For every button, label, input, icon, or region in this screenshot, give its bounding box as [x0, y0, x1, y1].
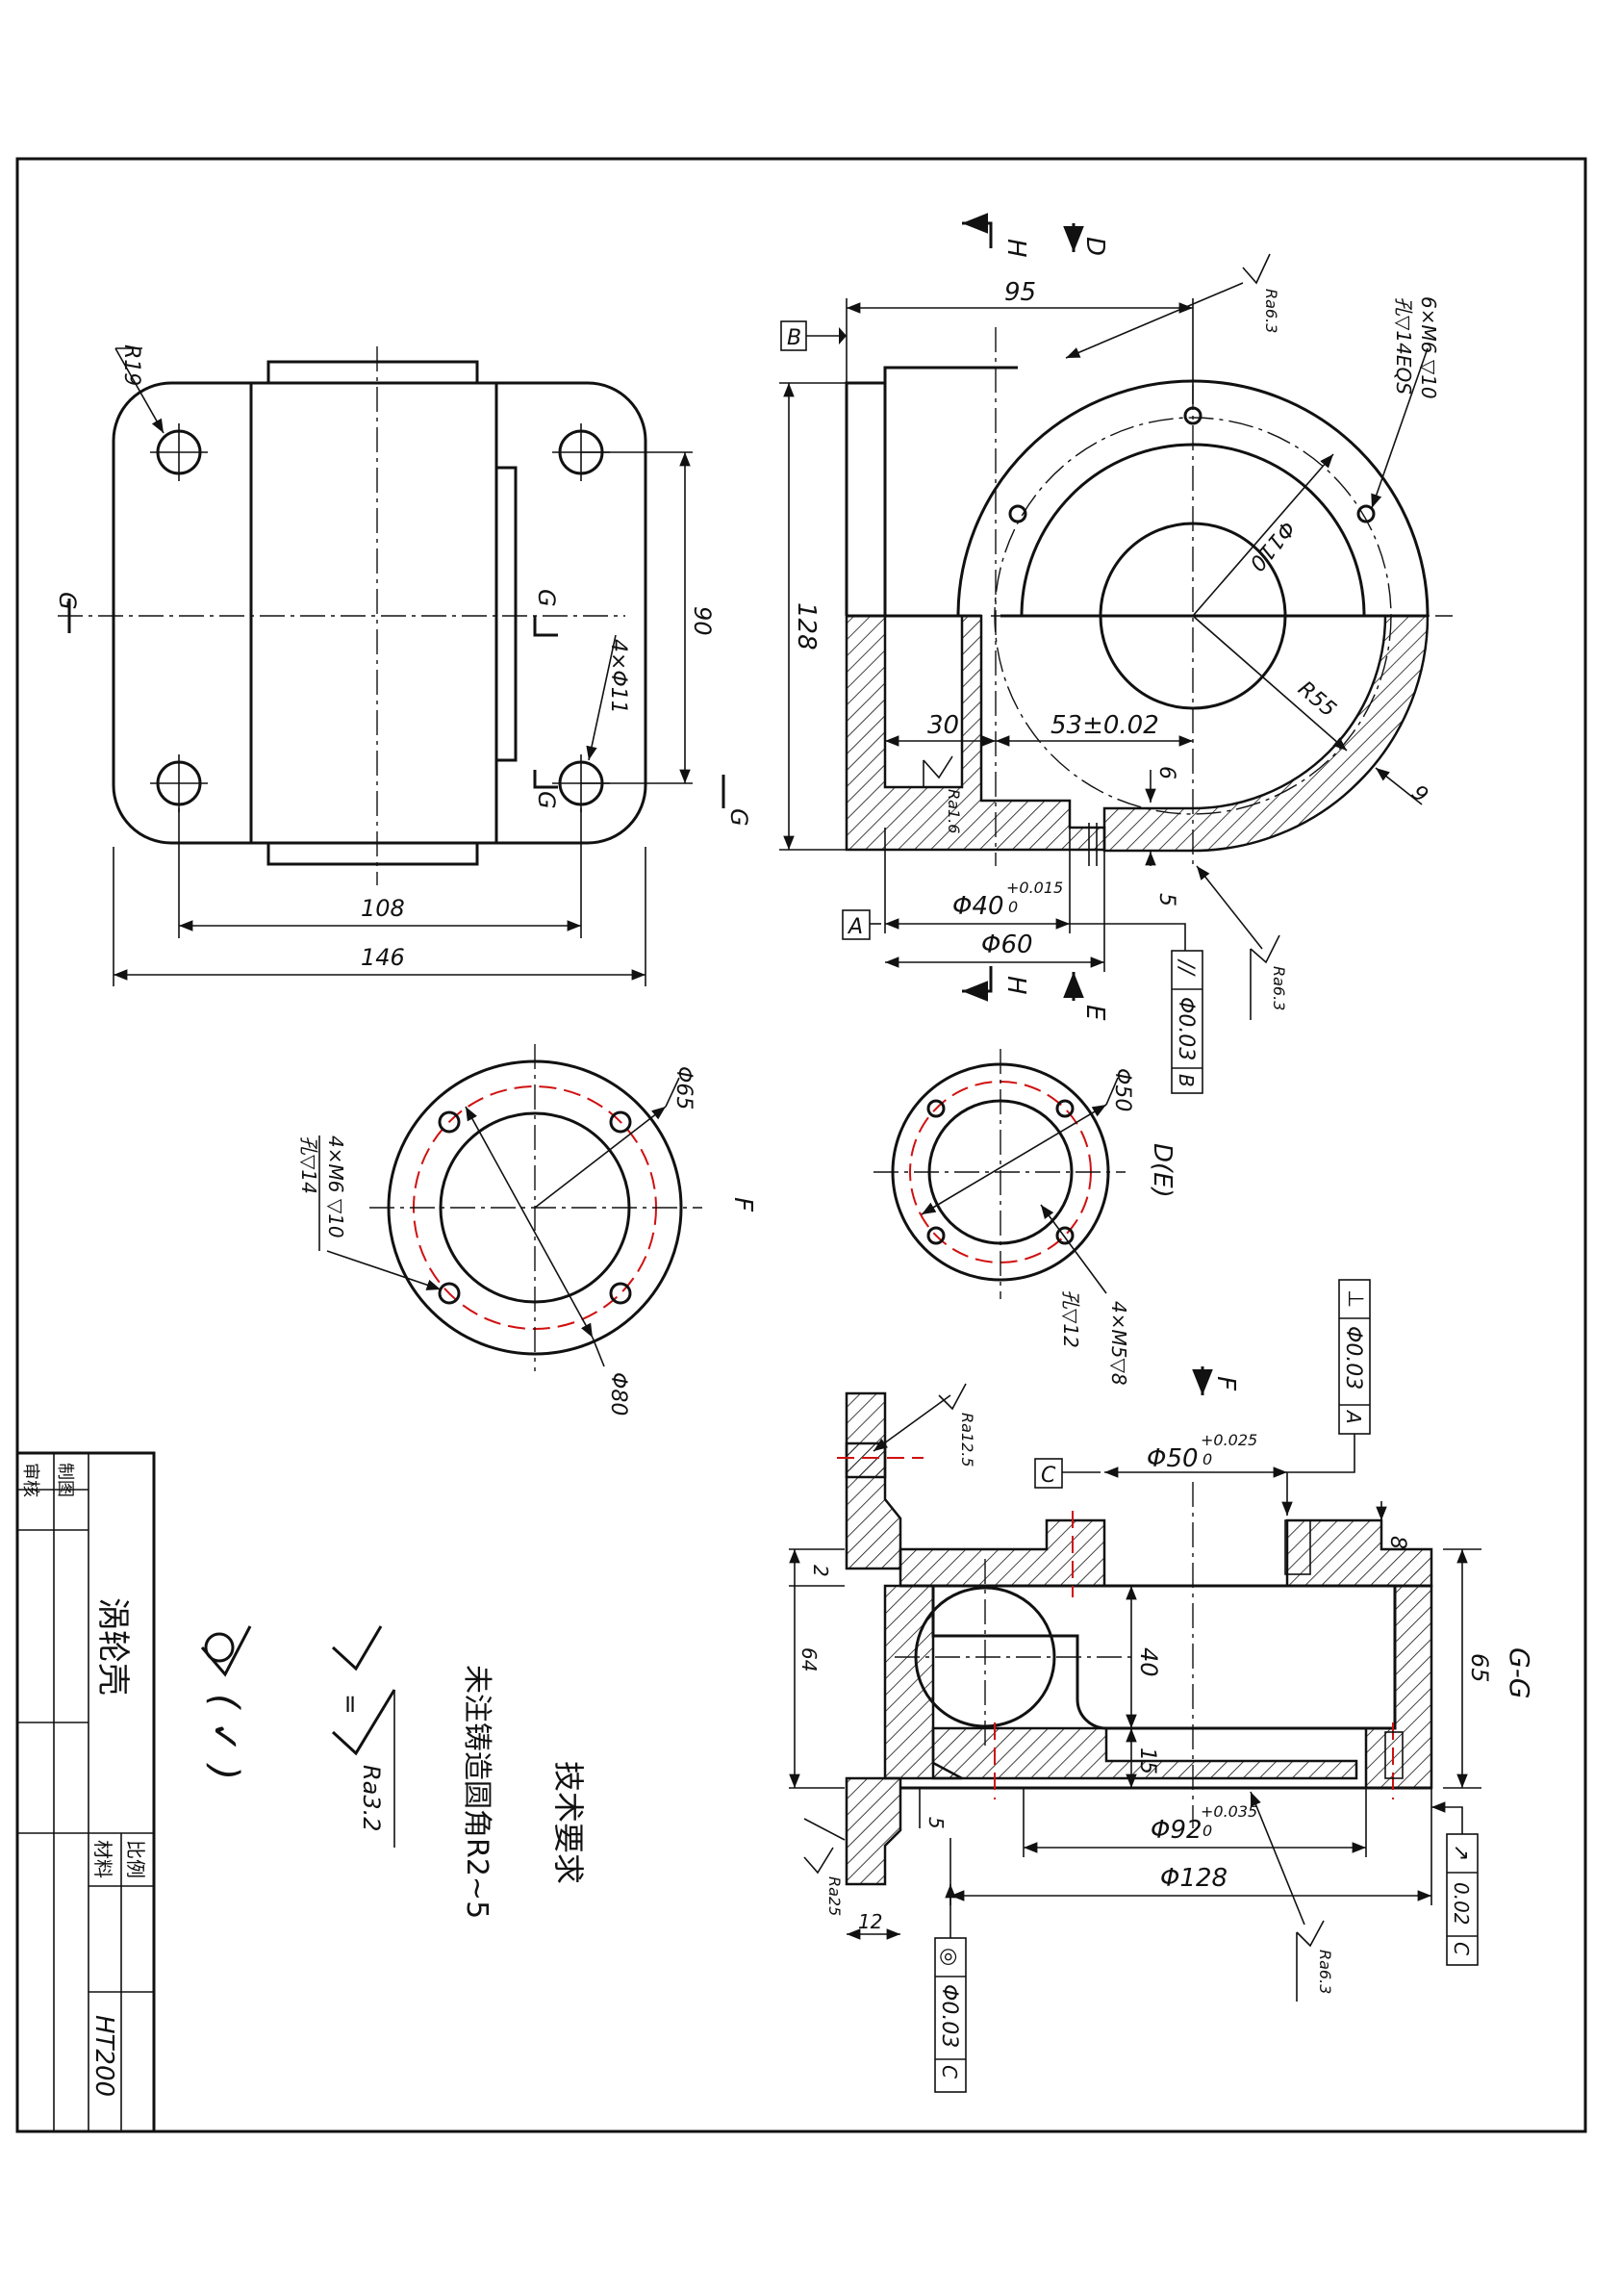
tech-equals: = — [336, 1694, 365, 1715]
section-view-gg: F ⊥ Φ0.03 A Φ50 +0.025 0 C 8 65 G-G 40 1… — [789, 1279, 1535, 2093]
dim-128: 128 — [792, 602, 821, 651]
datum-a: A — [847, 915, 863, 939]
dim-f-d80: Φ80 — [606, 1372, 630, 1416]
dim-gg-64: 64 — [797, 1647, 821, 1671]
dim-90: 90 — [689, 606, 716, 636]
tol-parallel-value: Φ0.03 — [1174, 997, 1198, 1060]
tol-perp-value: Φ0.03 — [1341, 1326, 1365, 1390]
technical-requirements: 技术要求 未注铸造圆角R2~5 = Ra3.2 ( ✓ ) — [200, 1625, 587, 1919]
ra-25: Ra25 — [825, 1876, 844, 1916]
ra-12-5: Ra12.5 — [958, 1413, 976, 1467]
dim-de-d50: Φ50 — [1110, 1068, 1134, 1111]
title-material-label: 材料 — [91, 1840, 114, 1878]
tol-runout-value: 0.02 — [1450, 1882, 1473, 1926]
tol-parallel-datum: B — [1175, 1074, 1198, 1087]
dim-53: 53±0.02 — [1050, 711, 1159, 740]
thickness-9: 9 — [1406, 780, 1432, 807]
datum-b: B — [787, 326, 801, 350]
dim-gg-d92-up: +0.035 — [1201, 1802, 1257, 1821]
title-scale-label: 比例 — [124, 1840, 147, 1878]
dim-hole-4x11: 4×Φ11 — [606, 639, 630, 714]
view-mark-h-lower: H — [1001, 976, 1030, 995]
dim-gg-d92: Φ92 — [1151, 1816, 1202, 1845]
dim-gg-2: 2 — [809, 1565, 832, 1577]
hole-de-12: 孔▽12 — [1059, 1289, 1082, 1348]
ra-6-3-lower: Ra6.3 — [1270, 966, 1288, 1010]
dim-gg-65: 65 — [1466, 1653, 1493, 1683]
tapped-hole — [1356, 504, 1376, 523]
section-mark-g: G — [725, 808, 752, 827]
tech-paren: ( ✓ ) — [202, 1694, 246, 1780]
thread-de-4xm5: 4×M5▽8 — [1107, 1301, 1130, 1386]
dim-6: 6 — [1154, 766, 1178, 779]
title-drawn-label: 制图 — [55, 1463, 75, 1497]
dim-gg-d50-up: +0.025 — [1201, 1431, 1257, 1449]
dim-r19: R19 — [119, 344, 143, 386]
view-label-de: D(E) — [1148, 1143, 1177, 1198]
dim-5: 5 — [1154, 893, 1178, 906]
thread-6xm6: 6×M6 ▽10 — [1417, 296, 1440, 399]
dim-gg-8: 8 — [1385, 1536, 1409, 1549]
main-view: H D 95 B Ra6.3 6×M6 ▽10 孔▽14EQS Φ110 R55… — [779, 213, 1453, 1094]
thread-f-4xm6: 4×M6 ▽10 — [324, 1135, 347, 1238]
tol-parallel-symbol: // — [1174, 958, 1198, 977]
section-mark-g: G — [533, 791, 560, 809]
view-label-f: F — [728, 1197, 757, 1212]
hole-f-14: 孔▽14 — [297, 1135, 320, 1194]
dim-d40-tol-low: 0 — [1008, 898, 1018, 916]
tol-runout-datum: C — [1450, 1942, 1473, 1955]
view-mark-f: F — [1211, 1376, 1240, 1391]
tech-roughness: Ra3.2 — [358, 1765, 385, 1832]
tol-conc-symbol: ◎ — [937, 1948, 961, 1966]
tol-runout-symbol: ↗ — [1449, 1844, 1473, 1861]
ra-1-6: Ra1.6 — [945, 789, 963, 833]
title-part-name: 涡轮壳 — [93, 1597, 132, 1696]
tol-conc-value: Φ0.03 — [937, 1984, 961, 2048]
hole-6-eqs: 孔▽14EQS — [1392, 296, 1415, 395]
dim-gg-d92-low: 0 — [1202, 1822, 1212, 1840]
title-material-value: HT200 — [89, 2015, 118, 2097]
dim-f-d65: Φ65 — [671, 1066, 696, 1110]
dim-gg-d50: Φ50 — [1147, 1444, 1199, 1473]
tol-conc-datum: C — [938, 2065, 961, 2079]
title-checked-label: 审核 — [20, 1463, 40, 1497]
tech-item-1: 未注铸造圆角R2~5 — [460, 1665, 494, 1919]
dim-gg-d50-low: 0 — [1202, 1450, 1212, 1468]
dim-gg-40: 40 — [1135, 1647, 1162, 1677]
dim-gg-5: 5 — [924, 1817, 948, 1829]
view-label-gg: G-G — [1504, 1647, 1535, 1699]
dim-gg-12: 12 — [858, 1910, 882, 1933]
view-mark-e: E — [1080, 1005, 1109, 1021]
tol-perp-datum: A — [1342, 1409, 1365, 1424]
top-view: R19 90 4×Φ11 108 146 G G G G — [54, 344, 752, 986]
radius-55: R55 — [1293, 676, 1340, 722]
dim-d60: Φ60 — [981, 931, 1033, 959]
flange-view-de: Φ50 4×M5▽8 孔▽12 D(E) — [873, 1049, 1177, 1386]
tech-heading: 技术要求 — [550, 1761, 587, 1884]
dim-30: 30 — [927, 711, 959, 740]
dim-d40: Φ40 — [952, 892, 1004, 921]
ra-6-3-top: Ra6.3 — [1262, 289, 1280, 333]
datum-c: C — [1041, 1464, 1056, 1488]
flange-view-f: Φ65 Φ80 4×M6 ▽10 孔▽14 F — [297, 1044, 757, 1416]
dim-108: 108 — [361, 895, 405, 922]
dim-d40-tol-up: +0.015 — [1006, 879, 1063, 897]
view-mark-d: D — [1080, 237, 1109, 256]
section-mark-g: G — [54, 592, 81, 610]
dim-146: 146 — [361, 944, 405, 971]
top-view-outline — [112, 381, 647, 845]
tapped-hole — [1183, 406, 1202, 425]
dim-gg-d128: Φ128 — [1160, 1864, 1228, 1893]
tapped-hole — [1008, 504, 1027, 523]
view-mark-h: H — [1001, 239, 1030, 258]
drawing-border — [15, 157, 1587, 2133]
dim-95: 95 — [1004, 278, 1036, 307]
dim-gg-15: 15 — [1135, 1748, 1159, 1774]
tol-perp-symbol: ⊥ — [1343, 1289, 1367, 1308]
ra-6-3-gg: Ra6.3 — [1316, 1950, 1334, 1994]
section-mark-g: G — [533, 589, 560, 607]
title-block: 制图 审核 涡轮壳 比例 材料 HT200 — [15, 1451, 156, 2133]
